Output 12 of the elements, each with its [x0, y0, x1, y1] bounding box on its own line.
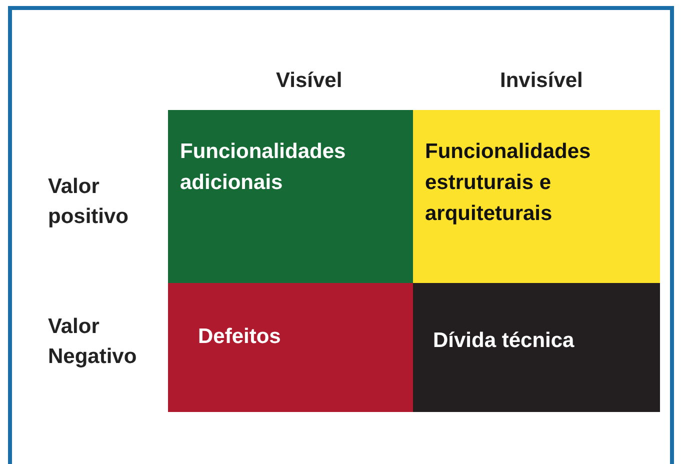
row-header: Valor positivo: [48, 174, 130, 230]
quadrant-cell: [168, 283, 413, 412]
quadrant-cell: [413, 110, 660, 283]
column-header: Visível: [276, 68, 344, 94]
quadrant-cell: [413, 283, 660, 412]
row-header: Valor Negativo: [48, 314, 138, 370]
quadrant-label: Funcionalidades estruturais e arquiteturais: [425, 139, 592, 227]
quadrant-cell: [168, 110, 413, 283]
quadrant-label: Dívida técnica: [433, 328, 576, 354]
quadrant-label: Funcionalidades adicionais: [180, 139, 347, 196]
column-header: Invisível: [500, 68, 584, 94]
quadrant-label: Defeitos: [198, 324, 282, 350]
